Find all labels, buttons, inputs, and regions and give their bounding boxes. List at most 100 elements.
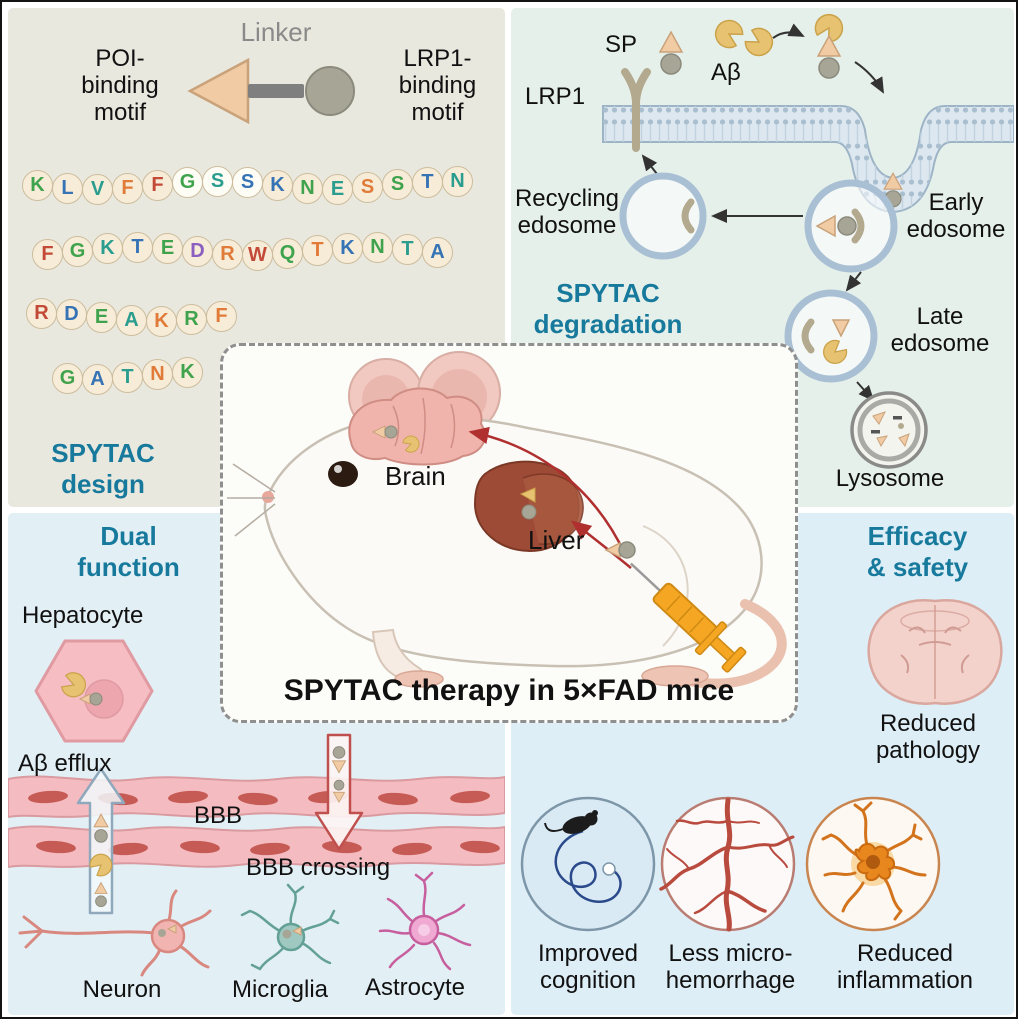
- bbb-crossing-arrow-icon: [314, 733, 364, 851]
- early-endosome-label: Early edosome: [906, 189, 1006, 243]
- peptide-residue: K: [22, 170, 53, 201]
- lrp1-receptor-icon: [621, 68, 651, 152]
- bbb-label: BBB: [194, 802, 243, 829]
- peptide-residue: T: [302, 235, 333, 266]
- peptide-residue: A: [422, 237, 453, 268]
- peptide-residue: G: [62, 236, 93, 267]
- mouse-eye: [328, 461, 358, 487]
- peptide-residue: L: [52, 173, 83, 204]
- peptide-residue: K: [332, 233, 363, 264]
- injection-arrow-to-liver: [571, 520, 632, 569]
- abeta-efflux-arrow-icon: [76, 767, 126, 915]
- peptide-residue: W: [242, 240, 273, 271]
- peptide-residue: F: [142, 170, 173, 201]
- peptide-residue: N: [292, 173, 323, 204]
- peptide-residue: K: [92, 233, 123, 264]
- maturation-arrow-icon: [845, 271, 862, 292]
- mouse-front-foot: [394, 670, 444, 688]
- peptide-residue: S: [352, 172, 383, 203]
- early-endosome-icon: [804, 179, 898, 273]
- center-title: SPYTAC therapy in 5×FAD mice: [283, 674, 735, 707]
- dual-function-illustration: [8, 639, 505, 977]
- center-mouse-panel: Brain Liver SPYTAC therapy in 5×FAD mice: [220, 343, 798, 723]
- astrocyte-label: Astrocyte: [364, 974, 466, 1001]
- neuron-icon: [18, 889, 212, 977]
- microglia-label: Microglia: [231, 976, 329, 1003]
- poi-triangle-icon: [187, 57, 250, 125]
- degradation-illustration: [602, 13, 1014, 469]
- binding-arrow-icon: [772, 23, 805, 39]
- mouse-hind-foot: [641, 665, 709, 687]
- peptide-residue: D: [182, 236, 213, 267]
- peptide-residue: A: [116, 305, 147, 336]
- sp-label: SP: [605, 31, 638, 58]
- linker-label: Linker: [240, 17, 312, 47]
- brain-organ: [348, 387, 486, 466]
- mouse-whiskers: [227, 463, 276, 537]
- abeta-icon: [744, 27, 774, 57]
- degradation-title: SPYTAC degradation: [533, 278, 683, 339]
- inflammation-neuron-icon: [805, 796, 941, 932]
- reduced-pathology-label: Reduced pathology: [875, 710, 981, 764]
- peptide-residue: R: [212, 239, 243, 270]
- peptide-residue: N: [142, 359, 173, 390]
- efficacy-illustration: [520, 599, 1003, 932]
- design-title: SPYTAC design: [51, 438, 155, 499]
- peptide-residue: F: [112, 173, 143, 204]
- peptide-residue: S: [382, 169, 413, 200]
- sp-molecule-icon: [658, 30, 684, 75]
- abeta-efflux-label: Aβ efflux: [18, 750, 112, 777]
- water-maze-icon: [520, 796, 656, 932]
- peptide-residue: K: [146, 306, 177, 337]
- liver-organ: [473, 460, 584, 552]
- syringe-icon: [630, 562, 747, 673]
- internalization-arrow-icon: [854, 61, 884, 94]
- peptide-residue: F: [206, 301, 237, 332]
- mouse-eye-highlight: [334, 465, 342, 473]
- mouse-haunch-line: [642, 525, 689, 647]
- panel-spytac-design: POI- binding motif Linker LRP1- binding …: [8, 8, 505, 507]
- astrocyte-icon: [378, 871, 472, 971]
- reduced-inflammation-label: Reduced inflammation: [836, 940, 974, 994]
- poi-binding-motif-label: POI- binding motif: [81, 45, 159, 126]
- efficacy-safety-title: Efficacy & safety: [866, 521, 969, 582]
- peptide-residue: T: [112, 362, 143, 393]
- mouse-illustration: [227, 351, 787, 689]
- peptide-residue: N: [362, 232, 393, 263]
- peptide-residue: E: [152, 233, 183, 264]
- peptide-residue: F: [32, 239, 63, 270]
- peptide-residue: N: [442, 166, 473, 197]
- peptide-residue: D: [56, 299, 87, 330]
- late-endosome-label: Late edosome: [890, 303, 990, 357]
- peptide-residue: G: [52, 363, 83, 394]
- brain-label: Brain: [385, 461, 446, 491]
- abeta-icon: [714, 19, 744, 49]
- peptide-residue: R: [26, 298, 57, 329]
- improved-cognition-label: Improved cognition: [537, 940, 639, 994]
- injected-spytac-icon: [604, 541, 636, 559]
- lrp1-binding-motif-label: LRP1- binding motif: [398, 45, 477, 126]
- lrp1-receptor-label: LRP1: [525, 83, 586, 110]
- peptide-residue: T: [412, 167, 443, 198]
- peptide-residue: T: [122, 232, 153, 263]
- dual-function-title: Dual function: [77, 521, 180, 582]
- peptide-residue: G: [172, 167, 203, 198]
- liver-label: Liver: [528, 525, 585, 555]
- linker-bar-icon: [248, 84, 304, 98]
- hepatocyte-icon: [34, 639, 154, 743]
- recycling-endosome-label: Recycling edosome: [514, 185, 620, 239]
- spytac-molecule-icon: [184, 46, 374, 143]
- brain-section-icon: [867, 599, 1003, 705]
- peptide-residue: K: [172, 357, 203, 388]
- recycling-arrow-icon: [641, 154, 658, 175]
- peptide-residue: Q: [272, 238, 303, 269]
- spytac-molecule-svg: [187, 57, 355, 125]
- hepatocyte-label: Hepatocyte: [22, 602, 144, 629]
- peptide-residue: A: [82, 364, 113, 395]
- injection-arrow-to-brain: [468, 426, 627, 555]
- microvessel-icon: [659, 796, 796, 932]
